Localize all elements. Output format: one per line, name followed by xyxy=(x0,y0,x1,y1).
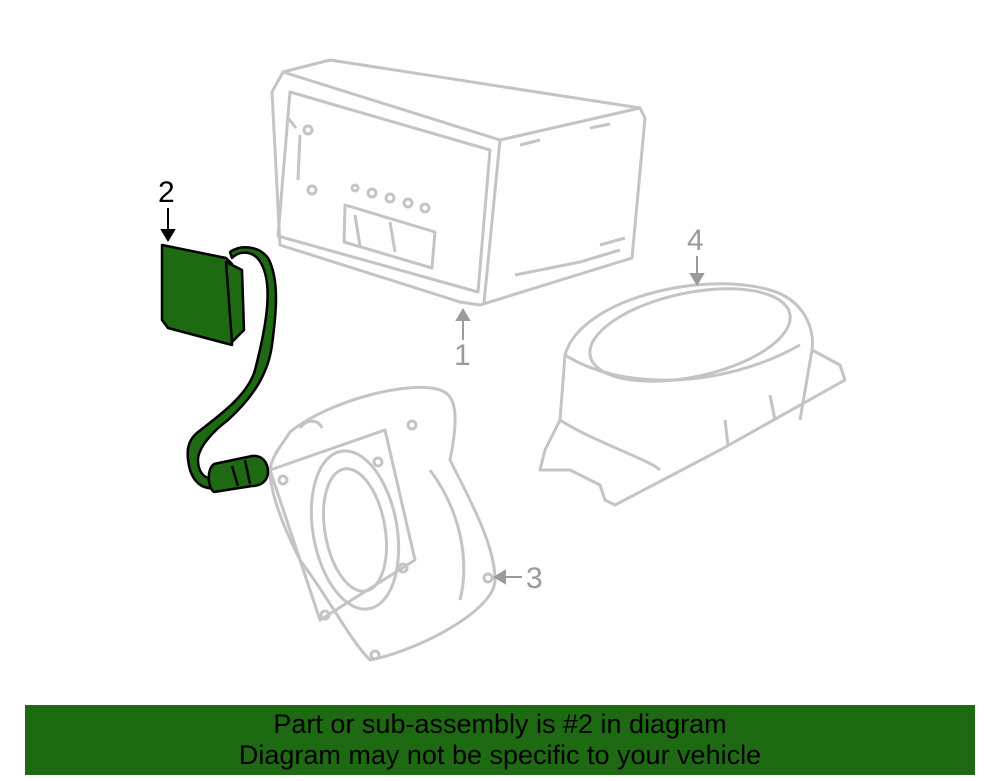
callout-number-3: 3 xyxy=(526,562,543,595)
part-3-speaker xyxy=(268,385,497,662)
callout-leader-3 xyxy=(493,569,522,585)
banner-line-2: Diagram may not be specific to your vehi… xyxy=(238,740,762,770)
part-1-radio-unit xyxy=(270,58,647,307)
callout-number-1: 1 xyxy=(454,339,471,372)
disclaimer-banner: Part or sub-assembly is #2 in diagram Di… xyxy=(25,705,975,775)
callout-number-4: 4 xyxy=(687,224,704,257)
part-2-highlighted-module[interactable] xyxy=(160,243,278,494)
banner-line-1: Part or sub-assembly is #2 in diagram xyxy=(273,709,727,739)
callout-leader-1 xyxy=(455,308,471,340)
callout-number-2: 2 xyxy=(158,176,175,209)
parts-diagram: 2 1 4 3 xyxy=(158,58,847,662)
callout-leader-2 xyxy=(160,208,176,242)
part-4-speaker-enclosure xyxy=(538,282,847,507)
callout-leader-4 xyxy=(689,256,705,286)
